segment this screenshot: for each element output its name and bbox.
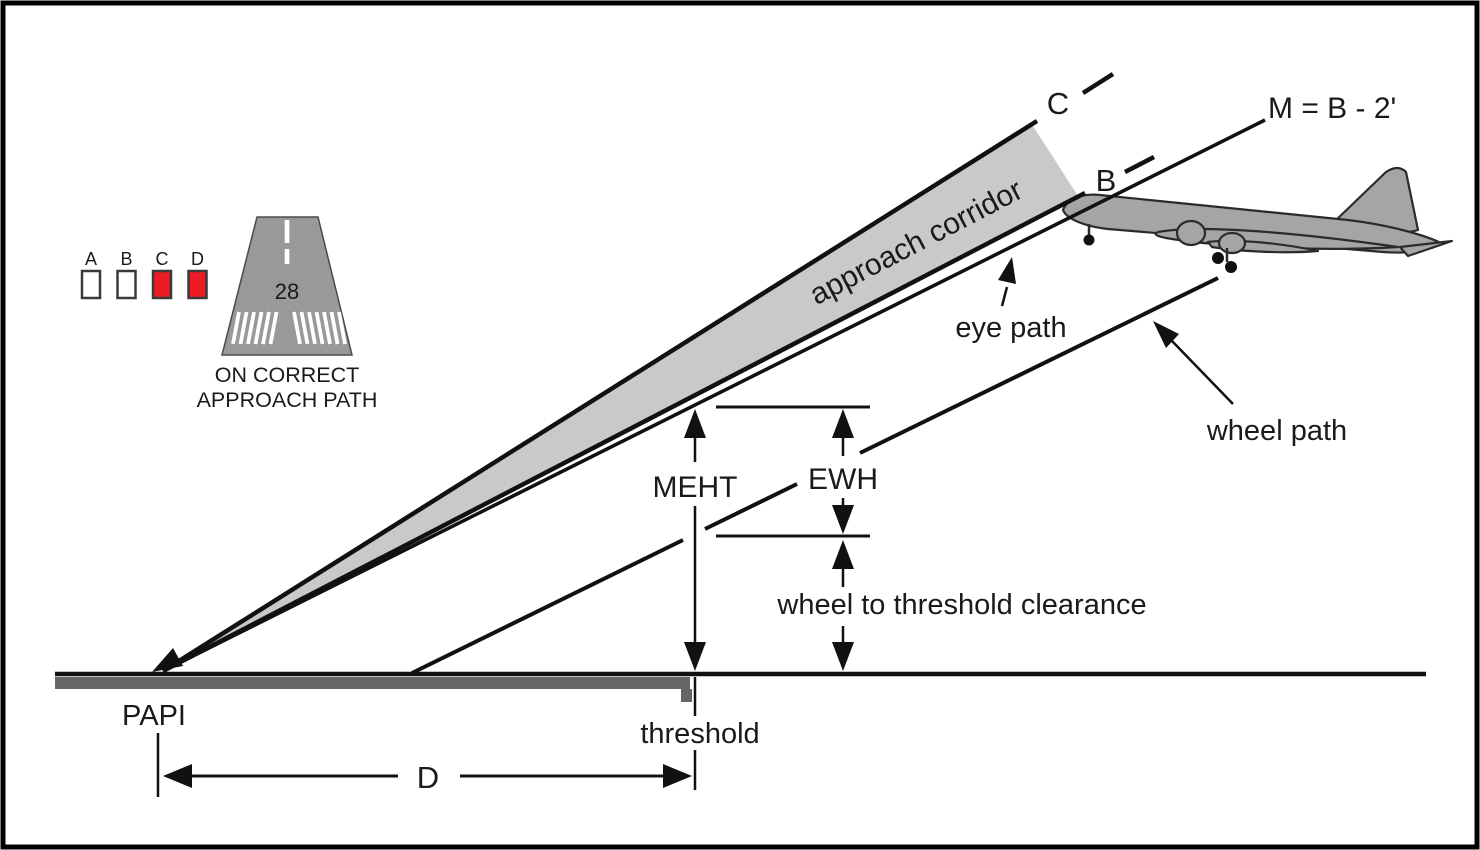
wheel-path-label: wheel path [1206,415,1347,447]
d-dimension-arrow [163,764,692,788]
corridor-upper-line-C [161,119,1039,673]
meht-label: MEHT [653,471,738,504]
papi-label: PAPI [122,700,186,732]
light-c-label: C [156,249,169,269]
light-a-label: A [85,249,97,269]
light-c-box [151,269,173,300]
light-b-label: B [120,249,132,269]
runway-number: 28 [275,279,299,304]
line-C-dash [1081,72,1115,95]
papi-lights-legend: A B C D [80,249,208,300]
ewh-label: EWH [808,463,878,496]
aircraft-stabilizer [1398,239,1454,258]
runway-caption-line1: ON CORRECT [215,363,360,387]
eye-path-line-M [162,118,1266,673]
wheel-path-line [411,276,1219,675]
main-gear-wheel-2 [1225,261,1237,273]
meht-dimension-arrow [684,409,706,671]
runway-caption-line2: APPROACH PATH [197,388,378,412]
ewh-dimension-arrow [832,409,854,534]
wheel-clearance-label: wheel to threshold clearance [776,589,1146,621]
threshold-label: threshold [640,718,759,750]
nose-gear-wheel [1083,234,1095,246]
light-d-label: D [191,249,204,269]
eye-path-callout-arrow [998,257,1016,307]
d-distance-label: D [417,760,439,795]
corridor-lower-line-B [161,191,1087,673]
wheel-clearance-dimension-arrow [832,540,854,671]
light-b-box [116,269,137,300]
main-gear-wheel-1 [1212,252,1224,264]
runway-graphic: 28 ON CORRECT APPROACH PATH [197,216,378,412]
aircraft-engine-1 [1175,219,1207,247]
runway-centerline-dash-1 [284,220,290,243]
threshold-step [681,689,692,702]
eye-path-label: eye path [955,312,1066,344]
wheel-path-callout-arrow [1153,321,1234,405]
aircraft-engine-2 [1217,231,1247,255]
light-a-box [80,269,102,300]
light-d-box [187,269,208,300]
line-B-label: B [1096,163,1117,198]
papi-apex-arrowhead [152,648,183,672]
approach-corridor-fill [163,126,1078,671]
runway-centerline-dash-2 [284,249,290,264]
aircraft [1061,166,1454,273]
line-B-dash [1123,155,1156,174]
runway-surface-bar [55,677,690,689]
m-equation-label: M = B - 2' [1268,92,1396,125]
threshold-stripes [231,311,347,345]
line-C-label: C [1047,86,1069,121]
